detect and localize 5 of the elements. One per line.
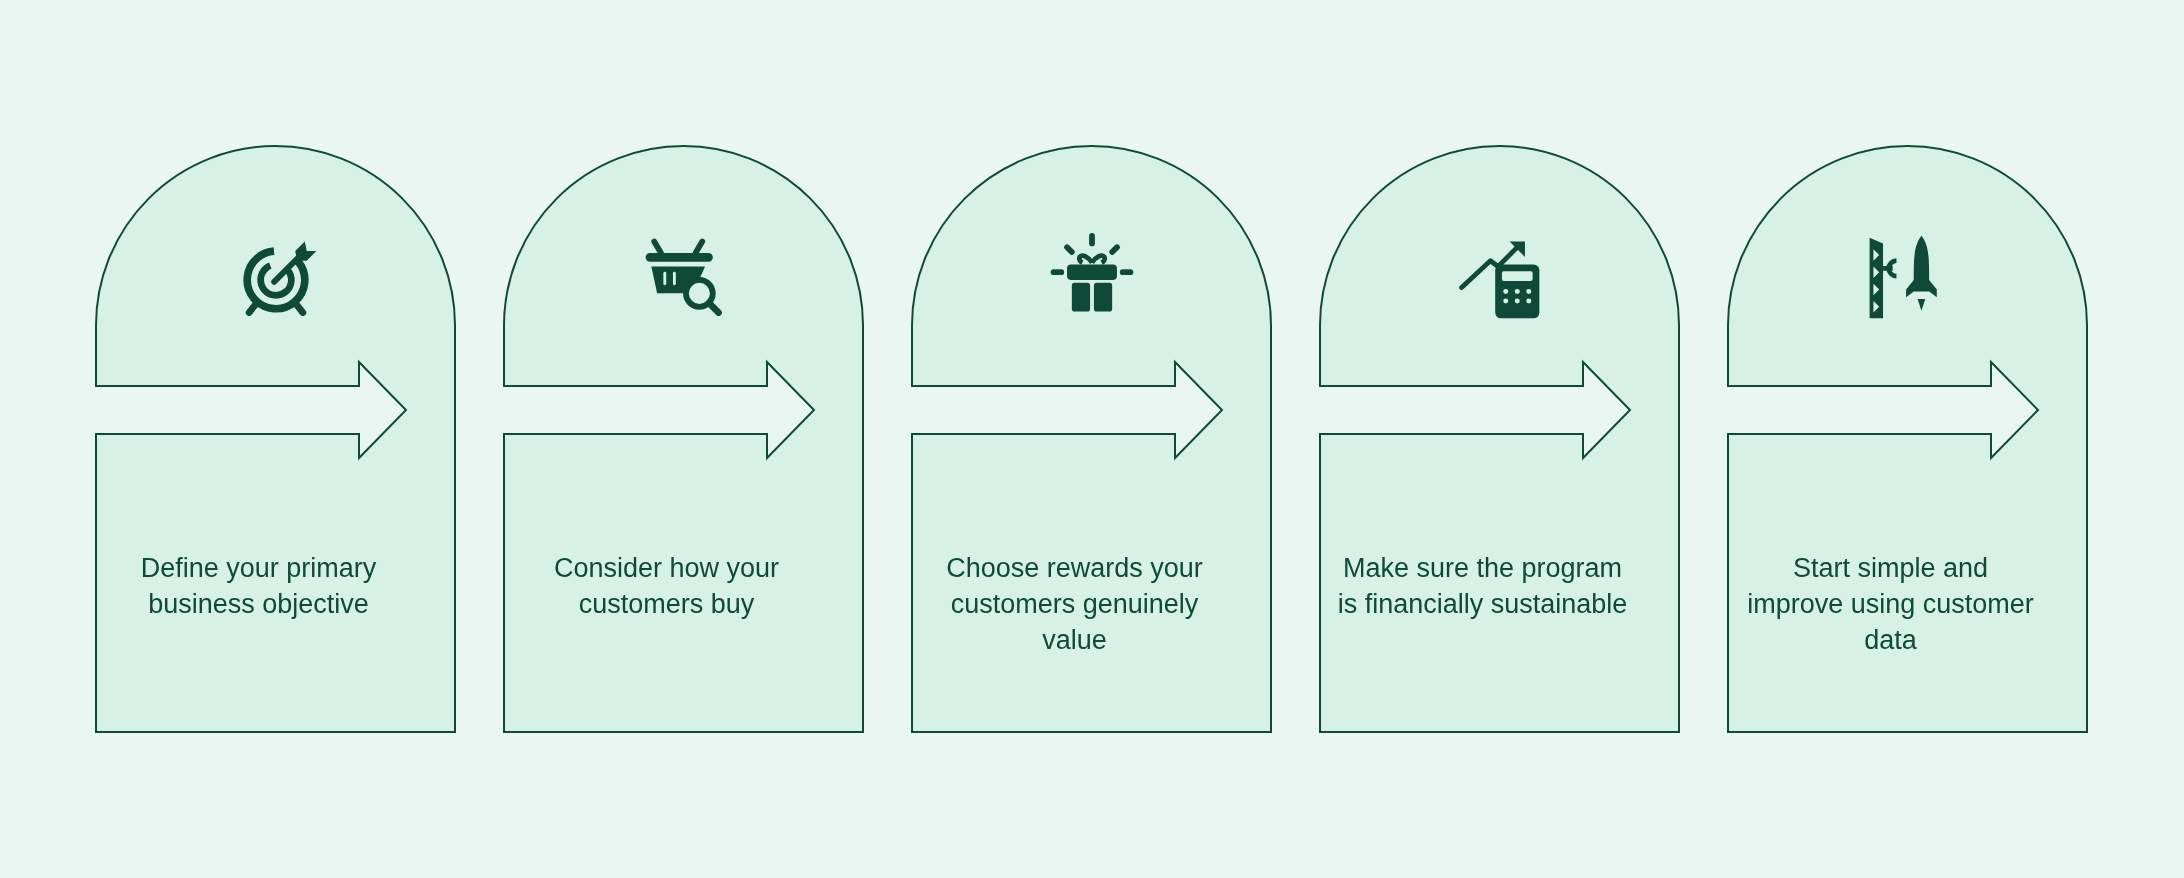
step-description: Make sure the program is financially sustainable: [1337, 552, 1628, 621]
step-description: Consider how your customers buy: [552, 552, 781, 621]
step-description: Define your primary business objective: [139, 552, 378, 621]
step-description: Choose rewards your customers genuinely value: [945, 552, 1204, 657]
step-description: Start simple and improve using customer data: [1746, 552, 2035, 657]
